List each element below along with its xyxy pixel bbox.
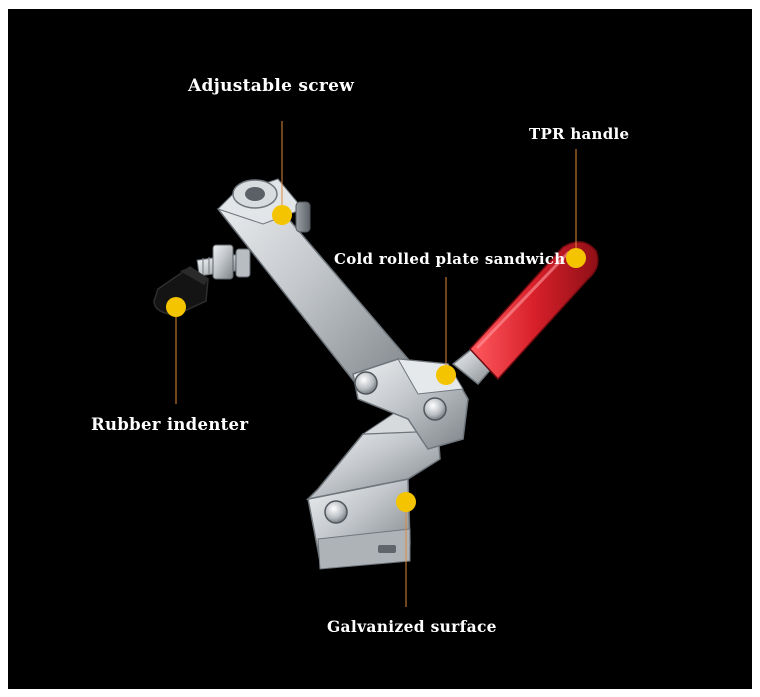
marker-dots: [166, 205, 586, 512]
toggle-clamp-illustration: [153, 121, 599, 607]
clamp-base: [305, 403, 441, 570]
marker-dot-tpr-handle: [566, 248, 586, 268]
adjustable-screw-part: [196, 244, 251, 280]
label-cold-rolled-plate: Cold rolled plate sandwich: [334, 250, 566, 268]
leader-lines: [175, 121, 577, 607]
product-photo: Adjustable screw TPR handle Cold rolled …: [8, 9, 752, 689]
marker-dot-adjustable-screw: [272, 205, 292, 225]
marker-dot-rubber-indenter: [166, 297, 186, 317]
label-rubber-indenter: Rubber indenter: [91, 415, 249, 434]
label-adjustable-screw: Adjustable screw: [188, 76, 355, 96]
rivets: [324, 371, 447, 524]
label-galvanized-surface: Galvanized surface: [327, 617, 497, 636]
marker-dot-cold-rolled: [436, 365, 456, 385]
label-tpr-handle: TPR handle: [529, 125, 630, 143]
tpr-handle-grip: [468, 241, 599, 381]
marker-dot-galvanized: [396, 492, 416, 512]
